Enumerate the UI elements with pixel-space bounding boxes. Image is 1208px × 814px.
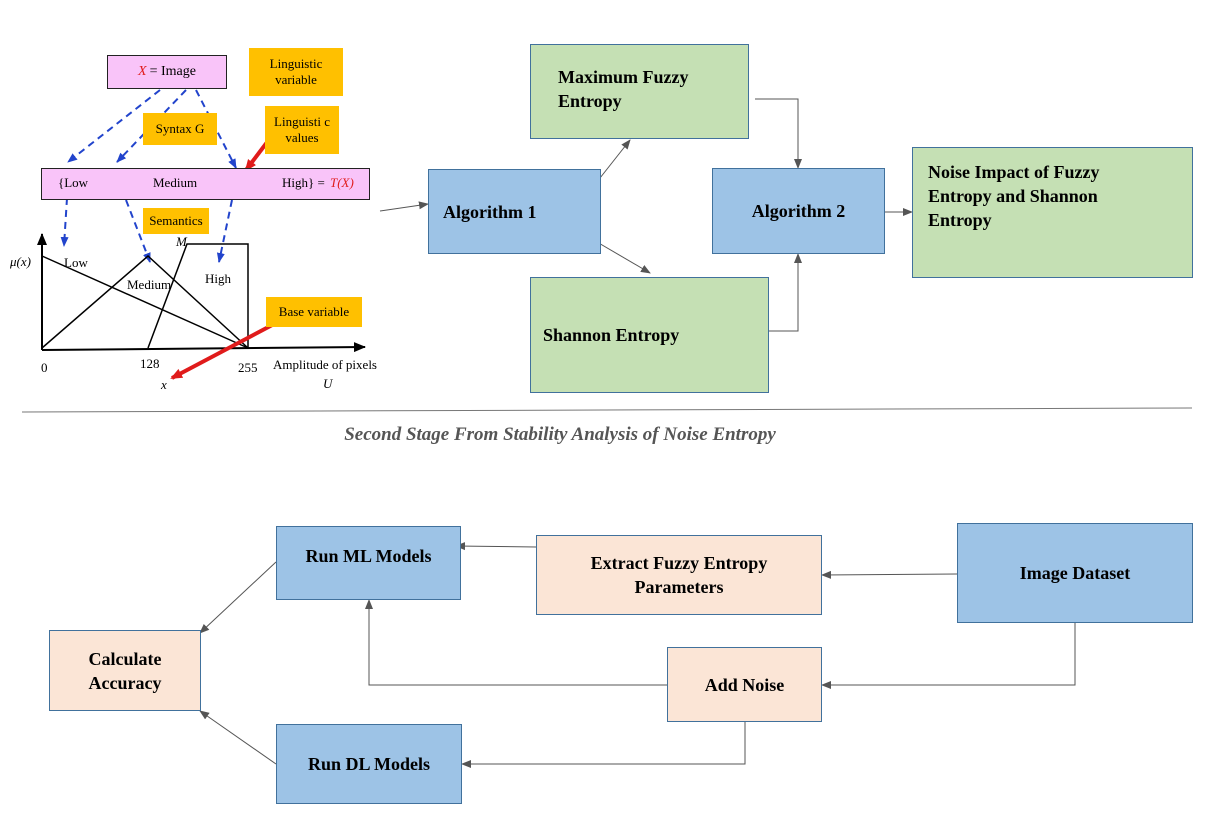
tick-128: 128 <box>140 356 160 371</box>
run-dl-models-label: Run DL Models <box>307 754 431 774</box>
t-of-x: T(X) <box>330 175 354 190</box>
axis-title: Amplitude of pixels <box>273 357 377 372</box>
calculate-accuracy-box: Calculate Accuracy <box>49 630 201 711</box>
image-dataset-box: Image Dataset <box>957 523 1193 623</box>
curve-high-label: High <box>205 271 231 286</box>
max-fuzzy-entropy-label: Maximum Fuzzy Entropy <box>558 67 689 111</box>
x-axis-label: x <box>161 377 167 392</box>
membership-curves <box>41 243 249 349</box>
stage1-connectors <box>379 98 913 332</box>
shannon-entropy-label: Shannon Entropy <box>543 325 680 345</box>
tick-255: 255 <box>238 360 258 375</box>
m-label: M <box>176 234 187 249</box>
tick-0: 0 <box>41 360 48 375</box>
linguistic-values-tag: Linguisti c values <box>265 106 339 154</box>
u-label: U <box>323 376 333 391</box>
calculate-accuracy-label: Calculate Accuracy <box>88 648 162 693</box>
run-ml-models-label: Run ML Models <box>305 546 432 566</box>
add-noise-label: Add Noise <box>704 674 785 695</box>
term-high: High} = <box>282 175 325 190</box>
linguistic-variable-tag: Linguistic variable <box>249 48 343 96</box>
algorithm1-box: Algorithm 1 <box>428 169 601 254</box>
red-arrows <box>170 139 277 380</box>
stage-divider <box>21 407 1193 413</box>
extract-params-label: Extract Fuzzy Entropy Parameters <box>590 553 768 597</box>
algorithm2-label: Algorithm 2 <box>751 201 846 221</box>
curve-low-label: Low <box>64 255 88 270</box>
noise-impact-label: Noise Impact of Fuzzy Entropy and Shanno… <box>928 162 1100 230</box>
membership-axes <box>37 233 366 353</box>
stage-title: Second Stage From Stability Analysis of … <box>344 424 776 445</box>
noise-impact-box: Noise Impact of Fuzzy Entropy and Shanno… <box>912 147 1193 278</box>
term-low: {Low <box>58 175 89 190</box>
stage2-connectors <box>199 542 1076 768</box>
image-text: = Image <box>149 64 196 79</box>
mu-x-label: μ(x) <box>10 254 31 269</box>
extract-params-box: Extract Fuzzy Entropy Parameters <box>536 535 822 615</box>
term-medium: Medium <box>153 175 198 190</box>
algorithm2-box: Algorithm 2 <box>712 168 885 254</box>
x-symbol: X <box>138 64 147 79</box>
add-noise-box: Add Noise <box>667 647 822 722</box>
image-dataset-label: Image Dataset <box>1019 563 1131 583</box>
algorithm1-label: Algorithm 1 <box>443 201 537 222</box>
run-dl-models-box: Run DL Models <box>276 724 462 804</box>
base-variable-tag: Base variable <box>266 297 362 327</box>
max-fuzzy-entropy-box: Maximum Fuzzy Entropy <box>530 44 749 139</box>
shannon-entropy-box: Shannon Entropy <box>530 277 769 393</box>
curve-medium-label: Medium <box>127 277 172 292</box>
syntax-g-tag: Syntax G <box>143 113 217 145</box>
image-variable-box: X = Image <box>107 55 227 89</box>
run-ml-models-box: Run ML Models <box>276 526 461 600</box>
term-set-box: {Low Medium High} = T(X) <box>41 168 370 200</box>
semantics-tag: Semantics <box>143 208 209 234</box>
